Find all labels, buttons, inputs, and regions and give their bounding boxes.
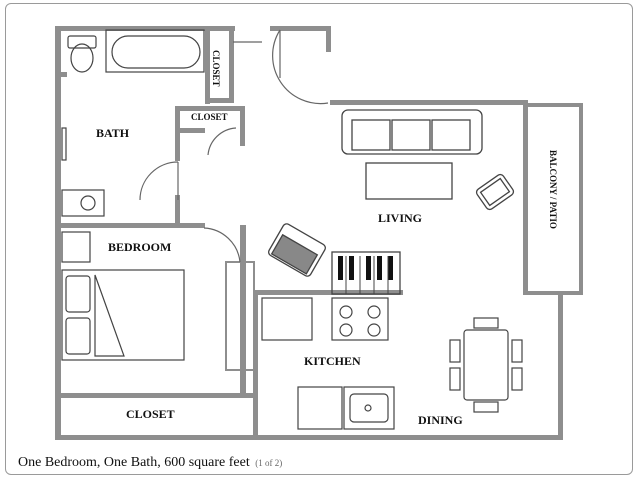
dishwasher	[297, 386, 343, 430]
chair-right-1	[511, 339, 523, 363]
chair-bottom	[473, 401, 499, 413]
piano-black-keys	[338, 256, 393, 280]
room-label-bath: BATH	[96, 126, 130, 140]
sofa	[341, 109, 483, 155]
wall-balcony-bottom	[523, 291, 583, 295]
wall-dining-right	[558, 295, 563, 440]
chair-top	[473, 317, 499, 329]
wall-top-left	[55, 26, 235, 31]
door-swings	[139, 29, 329, 263]
bed	[61, 269, 185, 361]
wall-closet-bottom	[205, 98, 234, 103]
refrigerator	[261, 297, 313, 341]
room-label-dining: DINING	[418, 413, 463, 427]
room-label-closet-top: CLOSET	[211, 50, 221, 87]
wall-balcony-top	[523, 103, 583, 107]
wall-bath-stub	[55, 72, 67, 77]
door-bath-swing	[139, 161, 179, 201]
wall-small-closet-right	[240, 106, 245, 146]
wall-living-right	[523, 100, 528, 295]
wall-living-top	[330, 100, 528, 105]
caption-page[interactable]: (1 of 2)	[255, 458, 283, 468]
room-label-closet-bottom: CLOSET	[126, 407, 175, 421]
chair-left-2	[449, 367, 461, 391]
wall-kitchen-top	[253, 290, 403, 295]
walls	[55, 26, 583, 440]
wall-bath-mid-right	[175, 106, 180, 161]
living-furniture	[268, 109, 515, 295]
sofa-cushion-3	[431, 119, 471, 151]
wall-kitchen-left	[253, 290, 258, 438]
room-label-living: LIVING	[378, 211, 423, 225]
sofa-cushion-2	[391, 119, 431, 151]
wall-left	[55, 26, 61, 440]
wall-bedroom-right	[240, 225, 246, 395]
piano-white-keys	[345, 256, 389, 294]
room-label-bedroom: BEDROOM	[108, 240, 172, 254]
door-entry-swing	[272, 29, 329, 105]
pillow-bottom	[65, 317, 91, 355]
tv-cabinet	[268, 223, 326, 277]
bedroom-furniture	[61, 231, 185, 361]
room-label-kitchen: KITCHEN	[304, 354, 361, 368]
kitchen-fixtures	[261, 297, 395, 430]
room-label-balcony: BALCONY / PATIO	[548, 150, 558, 229]
wall-top-stub	[326, 26, 331, 52]
wall-top-right	[270, 26, 330, 31]
armchair	[475, 173, 515, 211]
room-label-closet-small: CLOSET	[191, 112, 228, 122]
blanket-fold	[94, 274, 125, 357]
wall-bath-right	[205, 26, 210, 104]
bathtub-basin	[111, 35, 201, 69]
wall-bottom	[55, 435, 563, 440]
dining-table	[463, 329, 509, 401]
bath-fixtures	[61, 29, 205, 217]
wall-small-closet-top	[175, 106, 245, 111]
chair-left-1	[449, 339, 461, 363]
wall-bath-lower-right	[175, 195, 180, 228]
wall-closet-right	[229, 26, 234, 102]
vanity	[61, 189, 105, 217]
door-closet-swing	[207, 127, 237, 156]
wall-bath-bedroom	[55, 223, 205, 228]
wall-closet-top	[55, 393, 255, 398]
dining-set	[449, 317, 523, 413]
piano-keyboard	[331, 251, 401, 295]
stove	[331, 297, 389, 341]
nightstand	[61, 231, 91, 263]
bathtub	[105, 29, 205, 73]
chair-right-2	[511, 367, 523, 391]
coffee-table	[365, 162, 453, 200]
towel-bar	[61, 127, 67, 161]
toilet-tank	[67, 35, 97, 49]
pillow-top	[65, 275, 91, 313]
caption-text: One Bedroom, One Bath, 600 square feet	[18, 455, 250, 470]
sink-bowl	[80, 195, 96, 211]
wall-small-closet-bottom	[175, 128, 205, 133]
caption: One Bedroom, One Bath, 600 square feet (…	[18, 455, 282, 471]
toilet-bowl	[70, 43, 94, 73]
kitchen-sink	[343, 386, 395, 430]
door-bedroom-swing	[203, 227, 241, 263]
sofa-cushion-1	[351, 119, 391, 151]
wall-balcony-right	[579, 103, 583, 295]
